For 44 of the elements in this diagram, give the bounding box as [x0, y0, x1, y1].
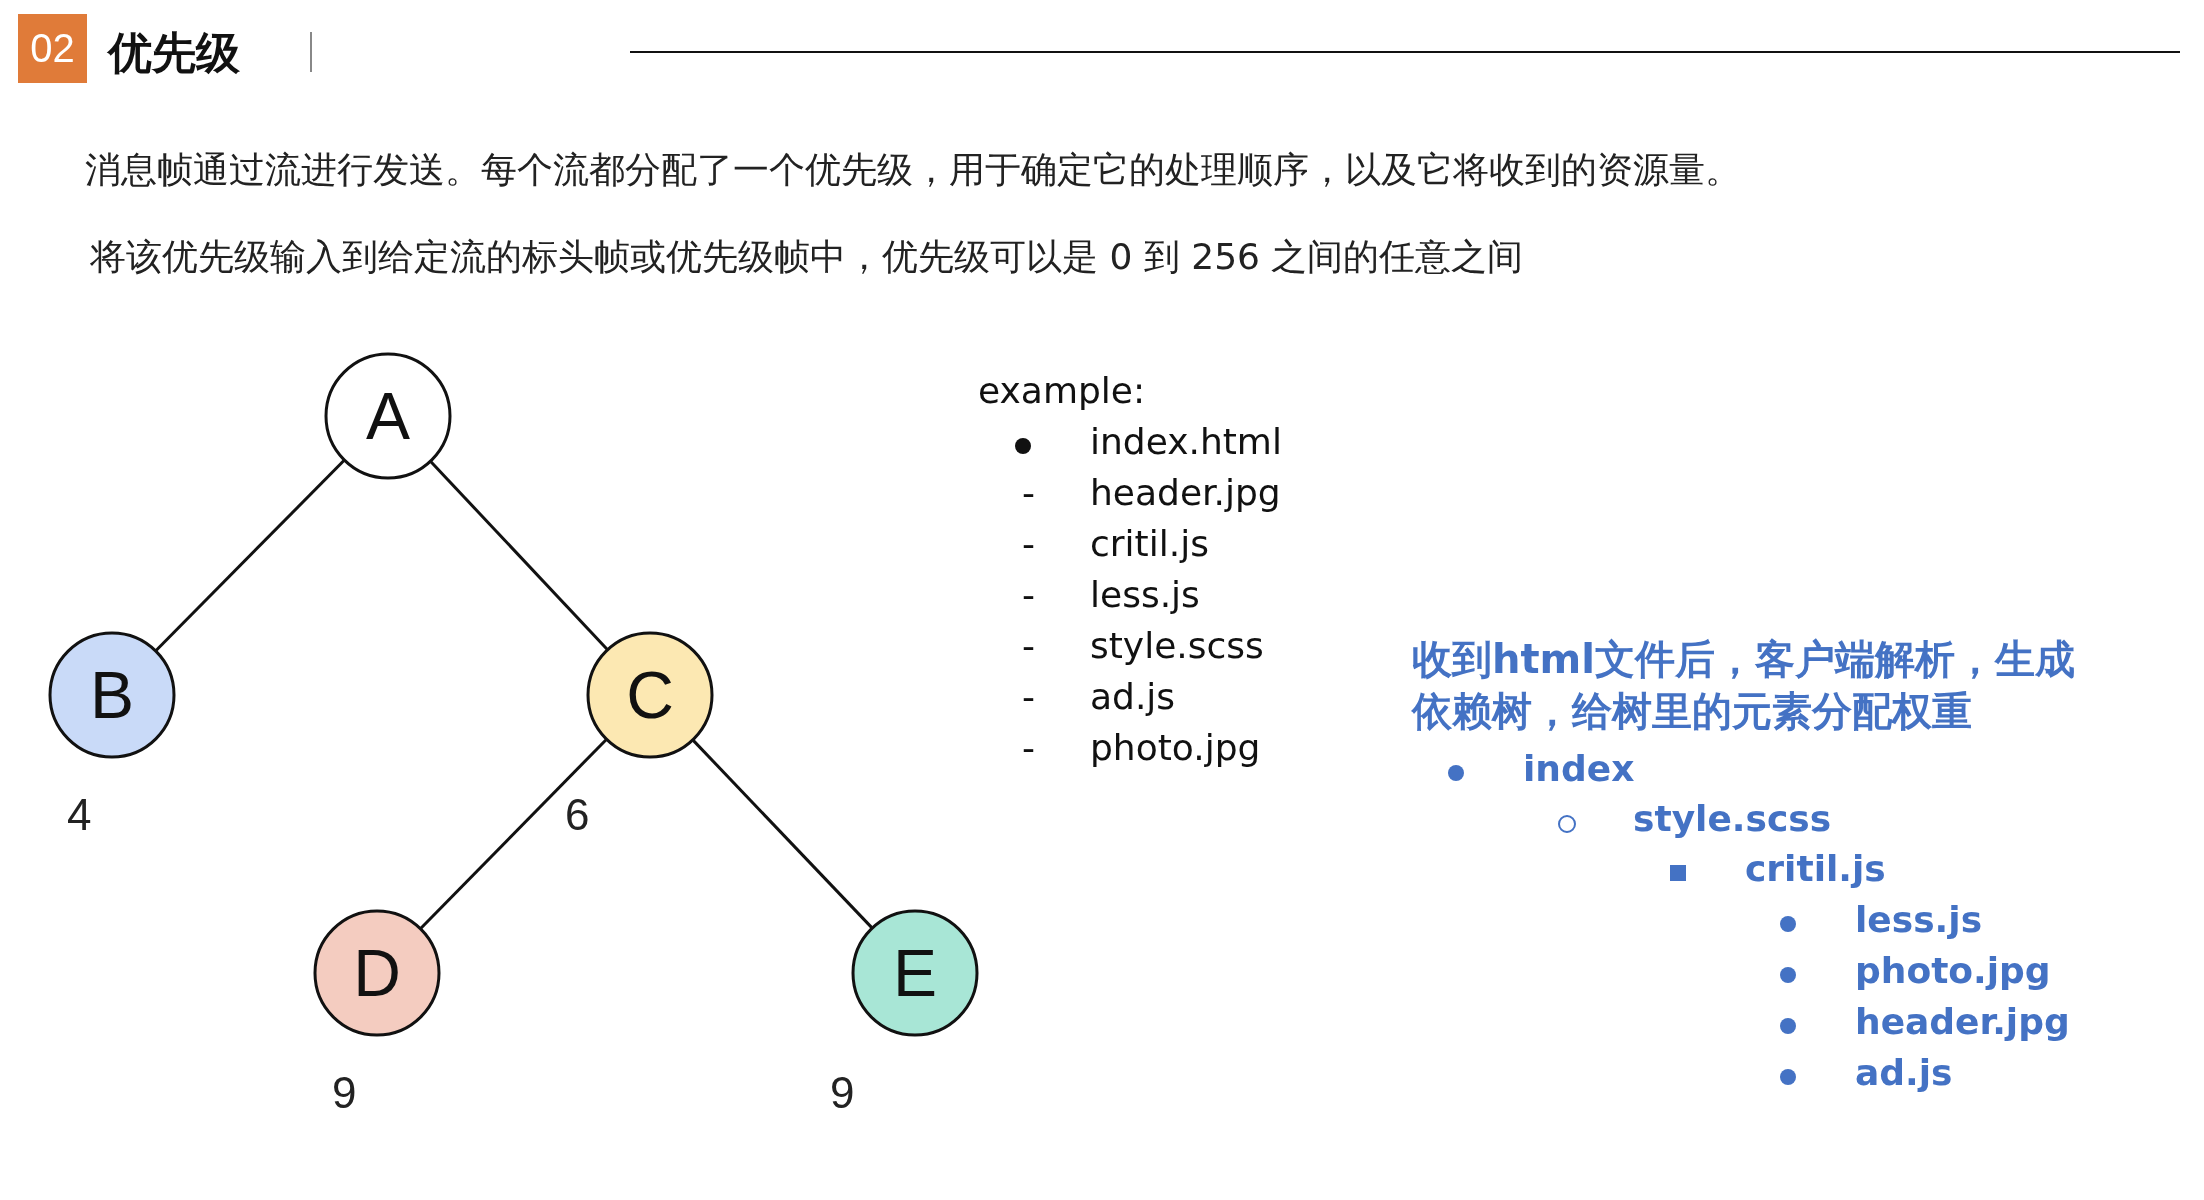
list-heading: example: [978, 370, 1146, 411]
list-item: ad.js [1090, 676, 1176, 717]
list-dash: - [1022, 727, 1035, 768]
note-text: 收到html文件后，客户端解析，生成依赖树，给树里的元素分配权重 [1412, 635, 2076, 736]
tree-node-circle [585, 630, 715, 760]
list-dash: - [1022, 523, 1035, 564]
list-dash: - [1022, 676, 1035, 717]
list-item: critil.js [1745, 848, 1886, 889]
list-item: style.scss [1090, 625, 1264, 666]
node-letter: C [625, 657, 675, 733]
list-item: index [1523, 748, 1635, 789]
paragraph: 消息帧通过流进行发送。每个流都分配了一个优先级，用于确定它的处理顺序，以及它将收到的资源量。 [85, 148, 1741, 192]
weight-label: 4 [67, 790, 92, 840]
list-item: less.js [1855, 899, 1983, 940]
list-item: style.scss [1633, 798, 1832, 839]
list-dash: - [1022, 574, 1035, 615]
list-item: less.js [1090, 574, 1200, 615]
list-dash: - [1022, 472, 1035, 513]
tree-node-circle [850, 908, 980, 1038]
node-letter: D [352, 935, 402, 1011]
node-letter: E [892, 935, 938, 1011]
tree-node-circle [312, 908, 442, 1038]
list-item: photo.jpg [1855, 950, 2051, 991]
section-number-badge: 02 [18, 14, 87, 83]
weight-label: 9 [332, 1068, 357, 1118]
list-item: header.jpg [1855, 1001, 2070, 1042]
node-letter: B [89, 657, 135, 733]
weight-label: 9 [830, 1068, 855, 1118]
list-item: index.html [1090, 421, 1282, 462]
tree-node-circle [323, 351, 453, 481]
tree-edge [692, 739, 873, 929]
tree-node-circle [47, 630, 177, 760]
weight-label: 6 [565, 790, 590, 840]
node-letter: A [365, 378, 411, 454]
list-item: header.jpg [1090, 472, 1281, 513]
tree-edge [430, 460, 608, 651]
list-item: critil.js [1090, 523, 1209, 564]
list-item: ad.js [1855, 1052, 1953, 1093]
tree-edge [155, 459, 345, 652]
list-item: photo.jpg [1090, 727, 1261, 768]
slide-title: 优先级 [108, 26, 240, 80]
list-dash: - [1022, 625, 1035, 666]
paragraph: 将该优先级输入到给定流的标头帧或优先级帧中，优先级可以是 0 到 256 之间的任意之间 [90, 235, 1524, 279]
tree-edge [420, 738, 607, 930]
